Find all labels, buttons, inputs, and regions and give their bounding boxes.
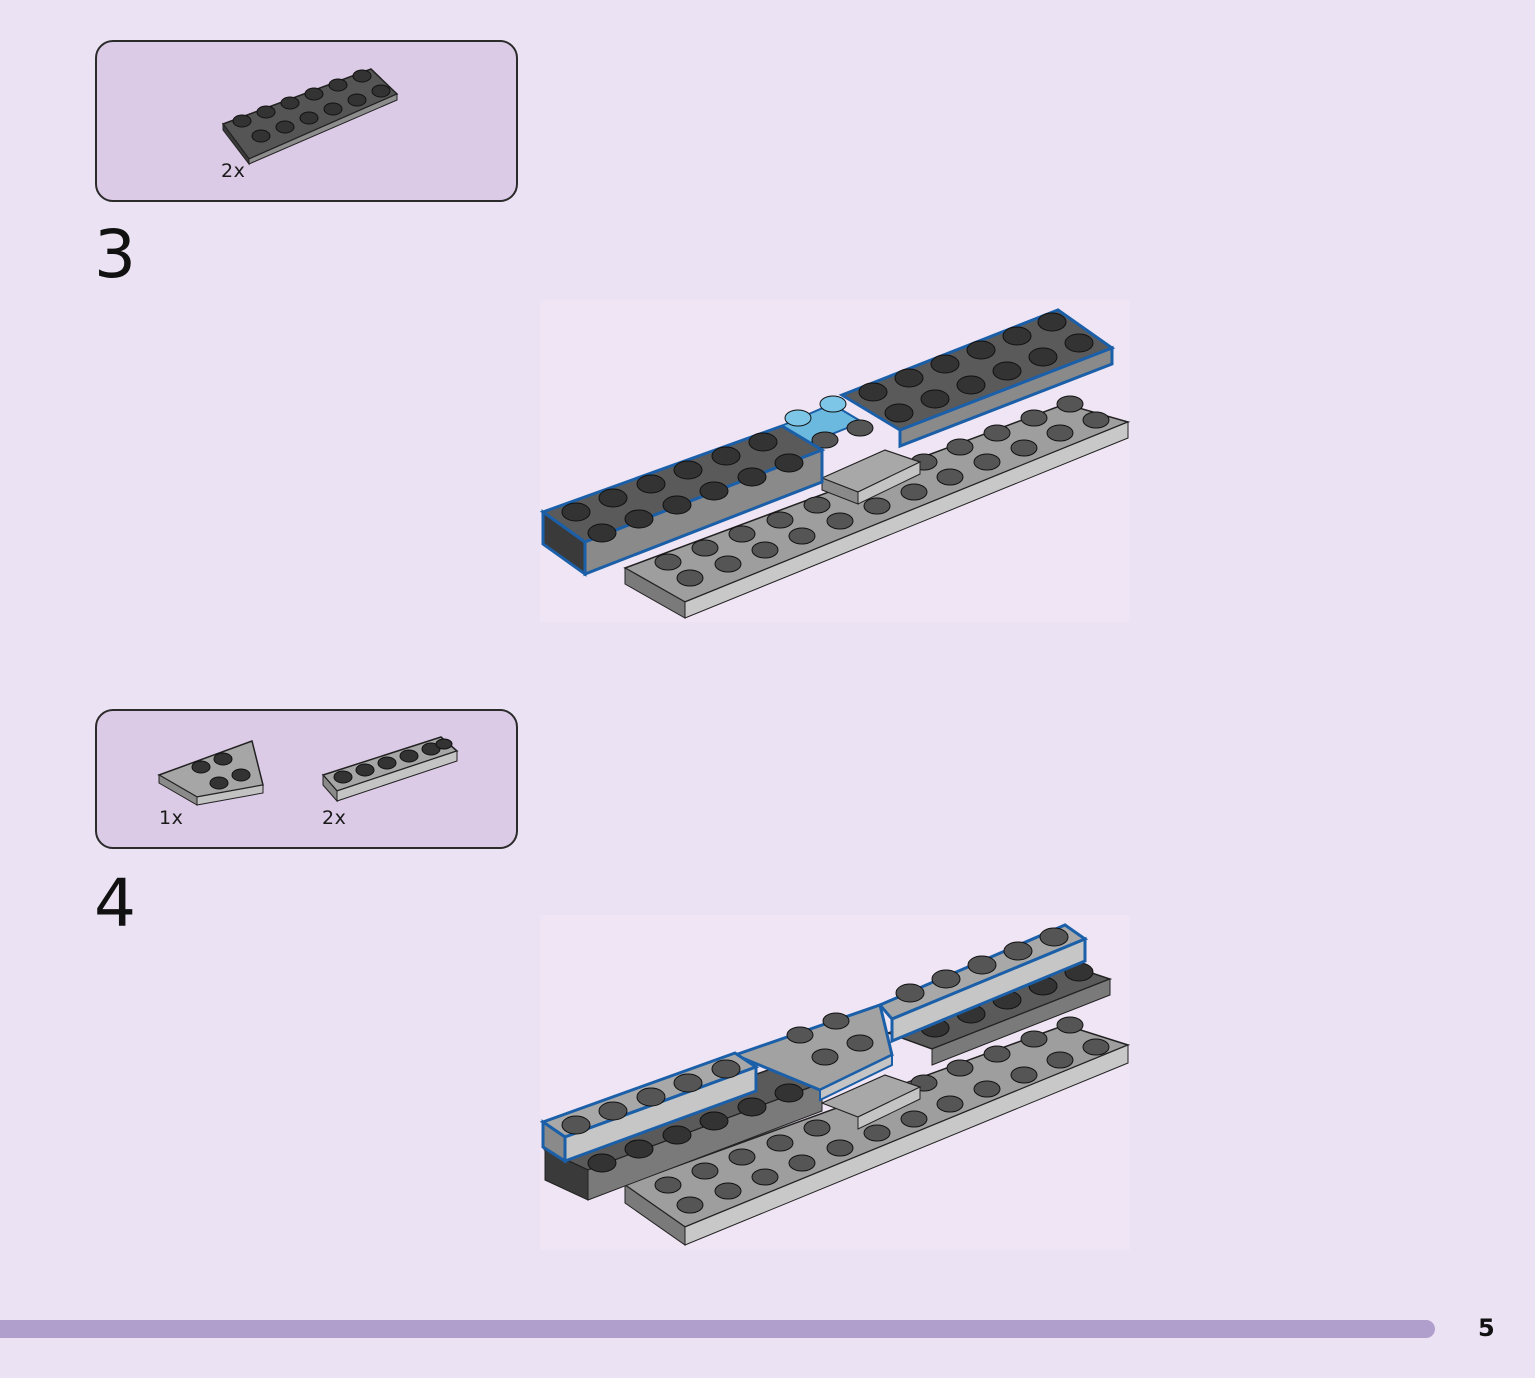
wedge-plate-light-gray-icon [157, 740, 264, 806]
step-3-model-illustration [539, 300, 1131, 622]
part-quantity-2x: 2x [322, 807, 347, 829]
parts-callout-step-4: 1x 2x [95, 709, 518, 849]
parts-callout-step-3: 2x [95, 40, 518, 202]
step-number-3: 3 [94, 216, 136, 293]
plate-1x6-light-gray-icon [321, 736, 459, 803]
step-4-model-illustration [539, 915, 1131, 1250]
plate-2x6-dark-gray-icon [221, 68, 399, 166]
footer-bar [0, 1320, 1435, 1338]
step-number-4: 4 [94, 865, 136, 942]
part-quantity-1x: 1x [159, 807, 184, 829]
page-number: 5 [1478, 1314, 1495, 1342]
part-quantity-2x: 2x [221, 160, 246, 182]
